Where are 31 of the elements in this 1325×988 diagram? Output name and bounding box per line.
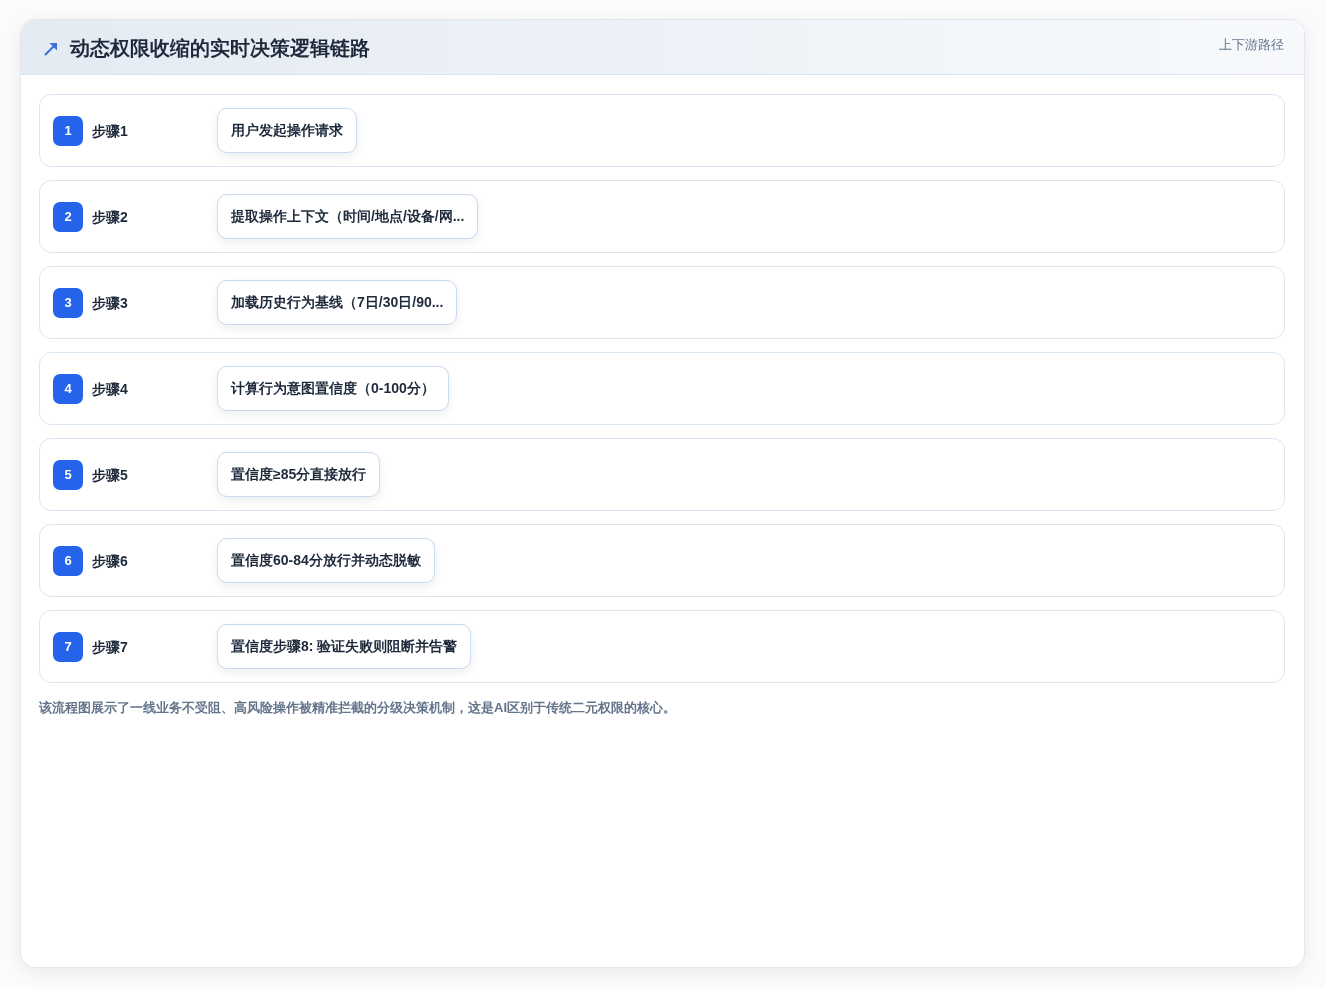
process-box: 置信度≥85分直接放行 <box>217 452 381 497</box>
step-label: 步骤6 <box>92 552 128 571</box>
title: 动态权限收缩的实时决策逻辑链路 <box>70 36 370 61</box>
step-row <box>39 180 1285 253</box>
step-label: 步骤4 <box>92 380 128 399</box>
process-box: 置信度60-84分放行并动态脱敏 <box>217 538 435 583</box>
process-box: 用户发起操作请求 <box>217 108 357 153</box>
step-label: 步骤3 <box>92 294 128 313</box>
number-badge: 5 <box>53 460 83 490</box>
number-badge: 3 <box>53 288 83 318</box>
number-badge: 7 <box>53 632 83 662</box>
step-row <box>39 266 1285 339</box>
step-row <box>39 438 1285 511</box>
step-label: 步骤7 <box>92 638 128 657</box>
step-label: 步骤1 <box>92 122 128 141</box>
number-badge: 2 <box>53 202 83 232</box>
caption: 该流程图展示了一线业务不受阻、高风险操作被精准拦截的分级决策机制，这是AI区别于传统二元权限的核心。 <box>39 699 676 717</box>
process-box: 加载历史行为基线（7日/30日/90... <box>217 280 458 325</box>
step-row <box>39 352 1285 425</box>
header-note: 上下游路径 <box>1219 36 1284 53</box>
process-box: 置信度步骤8: 验证失败则阻断并告警 <box>217 624 472 669</box>
step-row <box>39 94 1285 167</box>
step-row <box>39 524 1285 597</box>
step-row <box>39 610 1285 683</box>
process-box: 计算行为意图置信度（0-100分） <box>217 366 449 411</box>
step-label: 步骤2 <box>92 208 128 227</box>
process-box: 提取操作上下文（时间/地点/设备/网... <box>217 194 479 239</box>
number-badge: 6 <box>53 546 83 576</box>
number-badge: 1 <box>53 116 83 146</box>
step-label: 步骤5 <box>92 466 128 485</box>
number-badge: 4 <box>53 374 83 404</box>
